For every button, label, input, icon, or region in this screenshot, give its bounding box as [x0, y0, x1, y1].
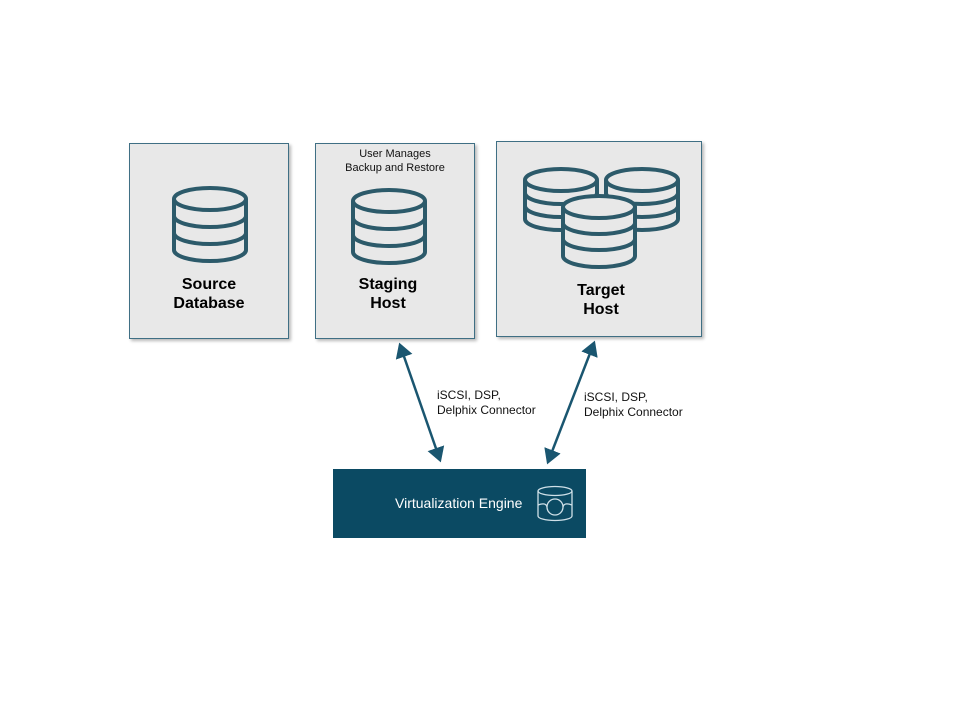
staging-engine-arrow: [395, 342, 445, 463]
staging-connection-label: iSCSI, DSP, Delphix Connector: [437, 388, 536, 417]
target-host-label: Target Host: [577, 282, 625, 318]
engine-disk-icon: [537, 485, 573, 522]
target-host-box: Target Host: [496, 141, 702, 337]
staging-host-label: Staging Host: [358, 276, 418, 312]
virtualization-engine-label: Virtualization Engine: [395, 495, 523, 511]
database-icon: [351, 188, 427, 265]
target-connection-label: iSCSI, DSP, Delphix Connector: [584, 390, 683, 419]
user-manages-note: User Manages Backup and Restore: [345, 148, 445, 174]
source-database-label: Source Database: [173, 276, 245, 312]
database-icon: [172, 186, 248, 263]
staging-host-box: User Manages Backup and Restore Staging …: [315, 143, 475, 339]
virtualization-engine-box: Virtualization Engine: [333, 469, 586, 538]
database-cluster-icon: [523, 167, 680, 269]
source-database-box: Source Database: [129, 143, 289, 339]
